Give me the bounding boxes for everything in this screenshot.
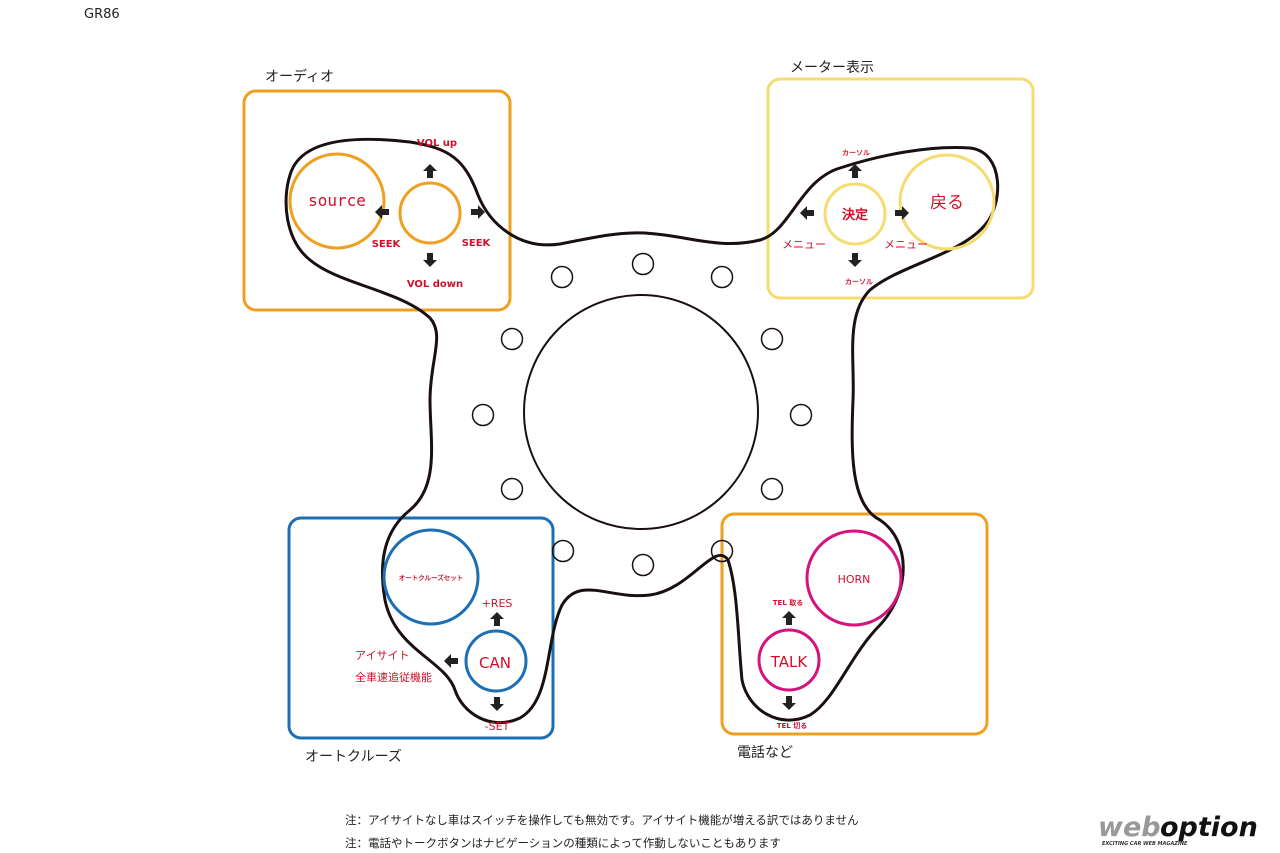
source-label: source: [308, 191, 366, 210]
talk-button[interactable]: [757, 628, 821, 692]
arrow-up-icon: [782, 611, 796, 625]
cruise-set-label: オートクルーズセット: [399, 573, 463, 582]
cursor-down-label: カーソル: [845, 278, 873, 286]
arrow-left-icon: [444, 654, 458, 668]
tel-off-label: TEL 切る: [777, 721, 807, 730]
seek-right-label: SEEK: [462, 238, 492, 249]
tel-on-label: TEL 取る: [773, 598, 803, 607]
arrow-down-icon: [782, 696, 796, 710]
enter-button[interactable]: [823, 182, 887, 246]
menu-right-label: メニュー: [884, 238, 928, 251]
cruise-box: [287, 516, 555, 740]
logo-tagline: EXCITING CAR WEB MAGAZINE: [1102, 841, 1188, 847]
arrow-up-icon: [423, 164, 437, 178]
bolt-hole: [789, 403, 813, 427]
source-button[interactable]: [288, 152, 386, 250]
bolt-hole: [760, 327, 784, 351]
can-label: CAN: [479, 654, 511, 672]
bolt-hole: [631, 553, 655, 577]
note-phone: 注：電話やトークボタンはナビゲーションの種類によって作動しないこともあります: [345, 836, 781, 850]
bolt-hole: [631, 252, 655, 276]
set-label: -SET: [485, 720, 510, 733]
res-label: +RES: [482, 597, 513, 610]
arrow-down-icon: [848, 253, 862, 267]
bolt-hole: [550, 265, 574, 289]
weboption-logo: web option EXCITING CAR WEB MAGAZINE: [1098, 812, 1258, 847]
wheel-outline: [284, 137, 1000, 725]
logo-web: web: [1098, 812, 1161, 843]
bolt-holes: [471, 252, 813, 577]
arrow-down-icon: [490, 697, 504, 711]
cursor-up-label: カーソル: [842, 149, 870, 157]
bolt-hole: [710, 539, 734, 563]
logo-option: option: [1160, 812, 1258, 843]
arrow-right-icon: [895, 206, 909, 220]
eyesight-label: アイサイト: [355, 649, 409, 662]
arrow-left-icon: [800, 206, 814, 220]
back-label: 戻る: [930, 193, 964, 213]
phone-title: 電話など: [737, 744, 793, 761]
audio-title: オーディオ: [265, 68, 334, 85]
seek-left-label: SEEK: [372, 239, 402, 250]
bolt-hole: [500, 477, 524, 501]
note-eyesight: 注：アイサイトなし車はスイッチを操作しても無効です。アイサイト機能が増える訳では…: [345, 813, 859, 827]
audio-dpad-button[interactable]: [398, 181, 462, 245]
arrow-up-icon: [490, 612, 504, 626]
bolt-hole: [471, 403, 495, 427]
audio-box: [242, 89, 512, 312]
cruise-set-button[interactable]: [382, 528, 480, 626]
bolt-hole: [760, 477, 784, 501]
can-button[interactable]: [464, 629, 528, 693]
arrow-left-icon: [375, 205, 389, 219]
cruise-title: オートクルーズ: [305, 749, 402, 765]
vol-down-label: VOL down: [407, 279, 463, 290]
enter-label: 決定: [842, 207, 868, 223]
meter-box: [766, 77, 1035, 300]
horn-button[interactable]: [805, 529, 903, 627]
menu-left-label: メニュー: [782, 238, 826, 251]
eyesight-acc-label: 全車速追従機能: [355, 670, 432, 684]
horn-label: HORN: [838, 573, 871, 586]
model-label: GR86: [84, 7, 120, 22]
talk-label: TALK: [770, 653, 809, 671]
phone-box: [720, 512, 989, 736]
bolt-hole: [551, 539, 575, 563]
back-button[interactable]: [898, 153, 996, 251]
arrow-down-icon: [423, 253, 437, 267]
bolt-hole: [500, 327, 524, 351]
meter-title: メーター表示: [790, 60, 874, 76]
bolt-hole: [710, 265, 734, 289]
hub-circle: [523, 294, 759, 530]
vol-up-label: VOL up: [417, 138, 457, 149]
